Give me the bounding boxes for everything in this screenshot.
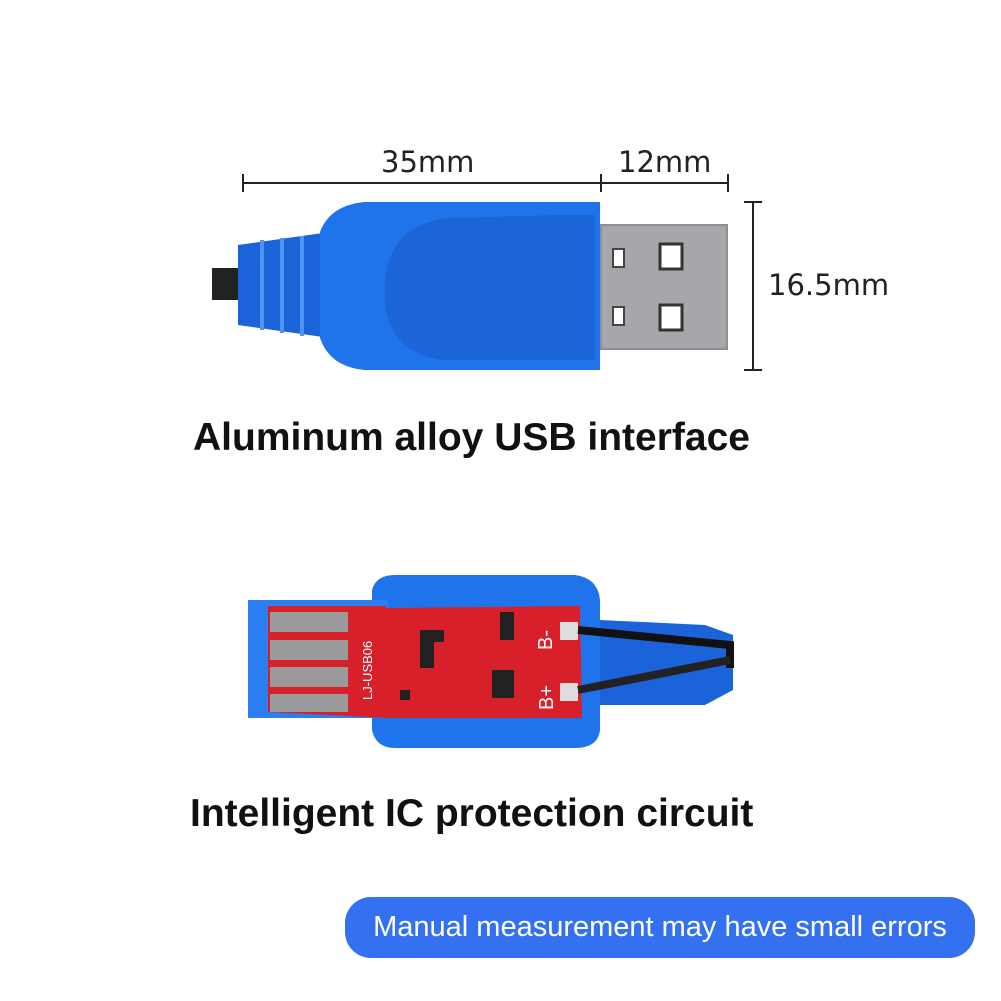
dimension-plug-length: 12mm [618,145,712,179]
dimension-body-length: 35mm [381,145,475,179]
usb-connector-photo [212,202,728,370]
dimension-lines [242,174,762,371]
pcb-photo: LJ-USB06 B- B+ [248,575,734,748]
pcb-neg-label: B- [535,630,557,650]
pcb-pos-label: B+ [536,685,558,710]
pcb-model-label: LJ-USB06 [360,641,375,700]
caption-protection-circuit: Intelligent IC protection circuit [190,792,754,835]
measurement-notice: Manual measurement may have small errors [345,897,975,958]
dimension-height: 16.5mm [768,268,890,302]
caption-usb-interface: Aluminum alloy USB interface [193,416,750,459]
